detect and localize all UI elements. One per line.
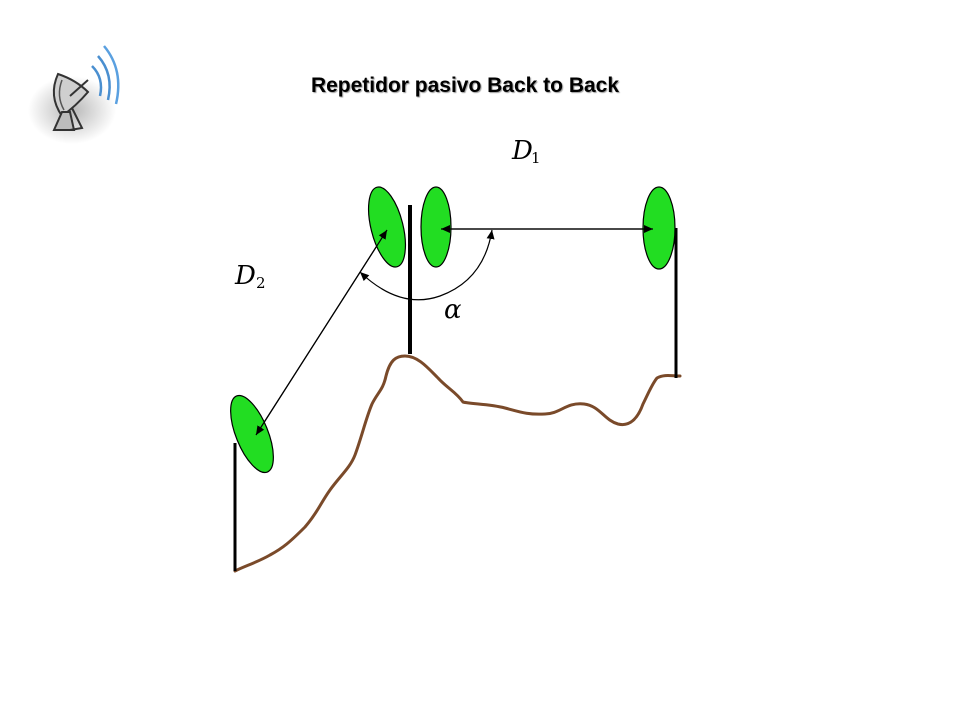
d2-label-sub: 2 bbox=[256, 274, 266, 292]
d2-arrow-overlay bbox=[255, 229, 388, 436]
d2-label: D 2 bbox=[234, 261, 266, 292]
d1-label: D 1 bbox=[511, 136, 541, 167]
antenna-left bbox=[230, 394, 274, 474]
d2-label-main: D bbox=[234, 261, 256, 291]
antenna-right bbox=[642, 186, 676, 270]
slide-title: Repetidor pasivo Back to Back bbox=[310, 74, 620, 97]
alpha-label: α bbox=[444, 295, 462, 325]
d1-label-sub: 1 bbox=[531, 149, 541, 167]
antenna-center-right bbox=[420, 186, 452, 268]
terrain-profile bbox=[233, 354, 682, 573]
satellite-dish-icon bbox=[28, 45, 120, 144]
d1-label-main: D bbox=[511, 136, 533, 166]
